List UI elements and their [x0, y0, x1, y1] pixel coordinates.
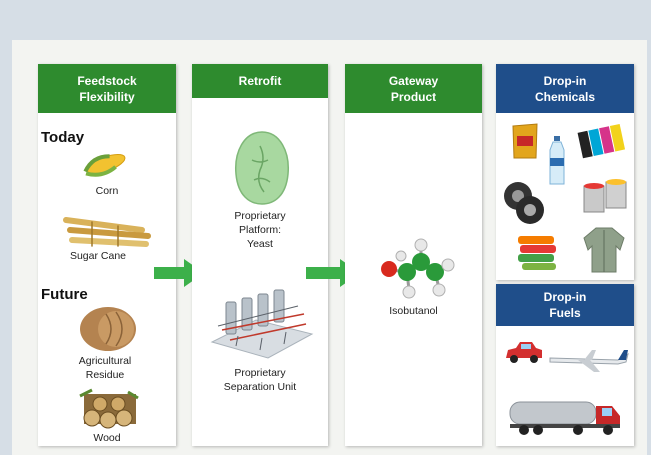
chemicals-header-line1: Drop-in	[543, 73, 587, 88]
fuels-column: Drop-in Fuels	[496, 284, 634, 446]
towels-icon	[518, 236, 556, 270]
fuels-header-line2: Fuels	[549, 306, 581, 320]
water-bottle-icon	[549, 136, 565, 185]
ag-residue-line1: Agricultural	[78, 355, 132, 367]
yeast-label: Proprietary Platform: Yeast	[192, 209, 328, 251]
feedstock-header-line1: Feedstock	[77, 73, 137, 88]
tires-icon	[504, 182, 544, 224]
hay-bale-icon	[80, 307, 136, 351]
sugar-cane-label: Sugar Cane	[69, 250, 127, 262]
paint-cans-icon	[583, 179, 627, 213]
tanker-truck-icon	[509, 401, 620, 435]
today-label: Today	[41, 129, 85, 146]
fuels-header: Drop-in Fuels	[496, 284, 634, 326]
diagram-panel: Feedstock Flexibility Today Corn Sugar C…	[12, 40, 647, 455]
ink-cartridges-icon	[577, 123, 626, 159]
ag-residue-line2: Residue	[85, 369, 125, 381]
chemicals-header: Drop-in Chemicals	[496, 64, 634, 113]
jacket-icon	[583, 227, 625, 273]
yeast-icon	[235, 131, 289, 205]
wood-label: Wood	[93, 432, 121, 444]
retrofit-header: Retrofit	[192, 64, 328, 98]
gateway-header-line1: Gateway	[388, 73, 439, 88]
fuels-header-line1: Drop-in	[543, 290, 587, 304]
separation-line2: Separation Unit	[223, 381, 297, 393]
feedstock-header: Feedstock Flexibility	[38, 64, 176, 113]
yeast-line3: Yeast	[247, 238, 273, 250]
chemicals-column: Drop-in Chemicals	[496, 64, 634, 280]
isobutanol-label: Isobutanol	[389, 305, 438, 317]
separation-line1: Proprietary	[234, 367, 286, 379]
feedstock-column: Feedstock Flexibility Today Corn Sugar C…	[38, 64, 176, 446]
chemicals-header-line2: Chemicals	[534, 89, 596, 104]
chips-bag-icon	[512, 123, 538, 159]
yeast-line1: Proprietary	[234, 210, 286, 222]
car-icon	[506, 342, 542, 363]
retrofit-header-label: Retrofit	[238, 74, 282, 88]
corn-icon	[83, 154, 126, 177]
airplane-icon	[549, 350, 629, 372]
separation-label: Proprietary Separation Unit	[192, 366, 328, 394]
separation-unit-icon	[210, 289, 314, 359]
gateway-column: Gateway Product Isobutanol	[345, 64, 482, 446]
gateway-header: Gateway Product	[345, 64, 482, 113]
feedstock-header-line2: Flexibility	[79, 89, 135, 104]
arrow-right-icon	[154, 259, 204, 287]
molecule-icon	[381, 238, 455, 299]
sugar-cane-icon	[63, 217, 151, 247]
wood-logs-icon	[79, 388, 139, 429]
ag-residue-label: Agricultural Residue	[38, 354, 172, 382]
gateway-header-line2: Product	[390, 89, 437, 104]
yeast-line2: Platform:	[238, 224, 281, 236]
retrofit-column: Retrofit Proprietary Platform: Yeast	[192, 64, 328, 446]
corn-label: Corn	[95, 185, 119, 197]
future-label: Future	[41, 286, 88, 303]
